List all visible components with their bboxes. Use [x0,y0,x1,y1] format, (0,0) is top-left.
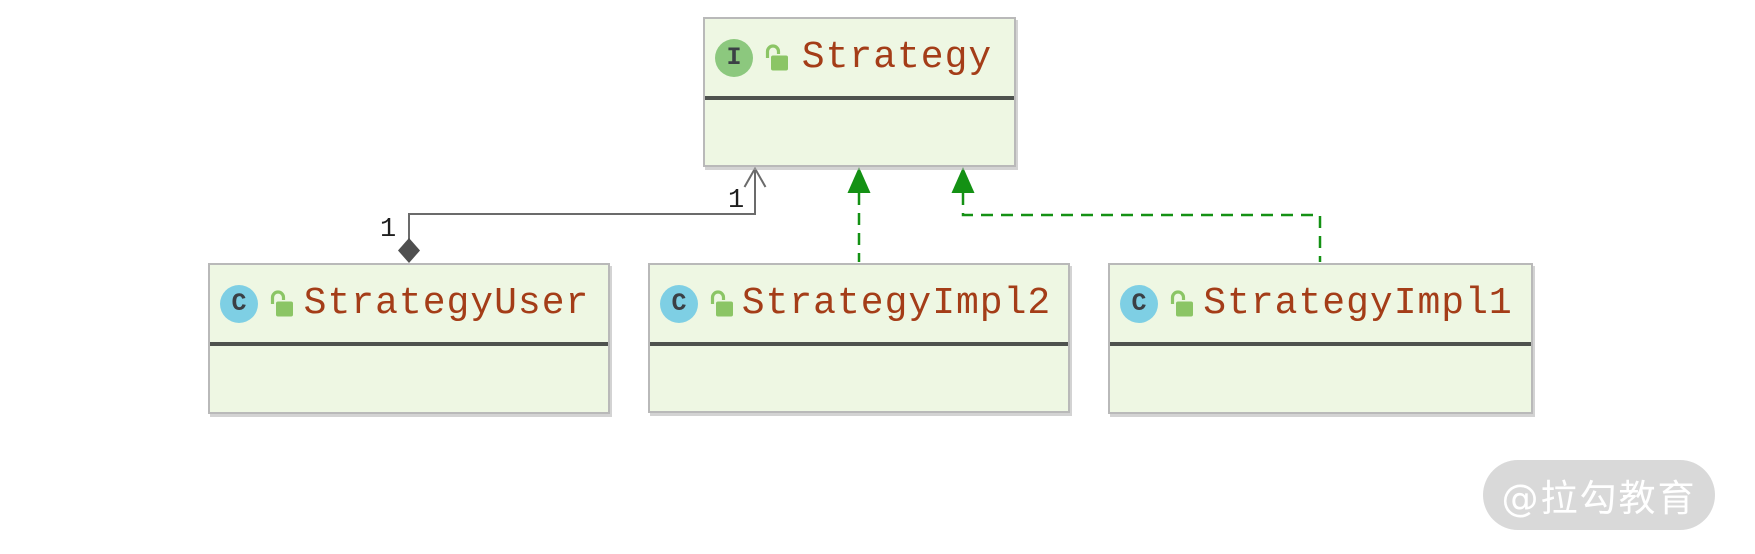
node-separator [705,96,1014,100]
badge-letter: I [726,43,742,72]
node-members-section [705,100,1014,165]
badge-letter: C [231,289,247,318]
realization-edge-impl1 [951,167,1322,262]
node-members-section [650,346,1068,411]
node-header: I Strategy [705,19,1014,96]
node-separator [1110,342,1531,346]
unlock-icon [270,289,293,316]
node-members-section [210,346,608,412]
triangle-arrowhead-icon [951,167,975,193]
node-separator [650,342,1068,346]
class-badge-icon: C [660,284,698,323]
class-node-strategyimpl2[interactable]: C StrategyImpl2 [648,263,1070,413]
node-header: C StrategyUser [210,265,608,342]
triangle-arrowhead-icon [847,167,871,193]
aggregation-diamond-icon [398,238,420,263]
watermark-badge: @拉勾教育 [1483,460,1715,530]
class-name: StrategyImpl2 [741,282,1052,325]
aggregation-line [408,168,756,240]
badge-letter: C [671,289,687,318]
node-header: C StrategyImpl2 [650,265,1068,342]
realization-line [961,193,1322,262]
unlock-icon [710,289,733,316]
class-badge-icon: C [1120,284,1158,323]
class-name: Strategy [801,36,993,79]
node-separator [210,342,608,346]
class-node-strategyuser[interactable]: C StrategyUser [208,263,610,414]
badge-letter: C [1131,289,1147,318]
node-members-section [1110,346,1531,412]
class-name: StrategyImpl1 [1203,282,1513,325]
realization-edge-impl2 [847,167,871,262]
class-node-strategyimpl1[interactable]: C StrategyImpl1 [1108,263,1533,414]
unlock-icon [1170,289,1193,316]
unlock-icon [765,43,788,70]
watermark-text: @拉勾教育 [1501,477,1697,520]
multiplicity-label-source: 1 [380,215,397,245]
aggregation-edge [398,166,767,263]
node-header: C StrategyImpl1 [1110,265,1531,342]
class-badge-icon: C [220,284,258,323]
class-name: StrategyUser [303,282,590,325]
multiplicity-label-target: 1 [728,186,745,216]
interface-badge-icon: I [715,38,753,77]
class-node-strategy[interactable]: I Strategy [703,17,1016,167]
